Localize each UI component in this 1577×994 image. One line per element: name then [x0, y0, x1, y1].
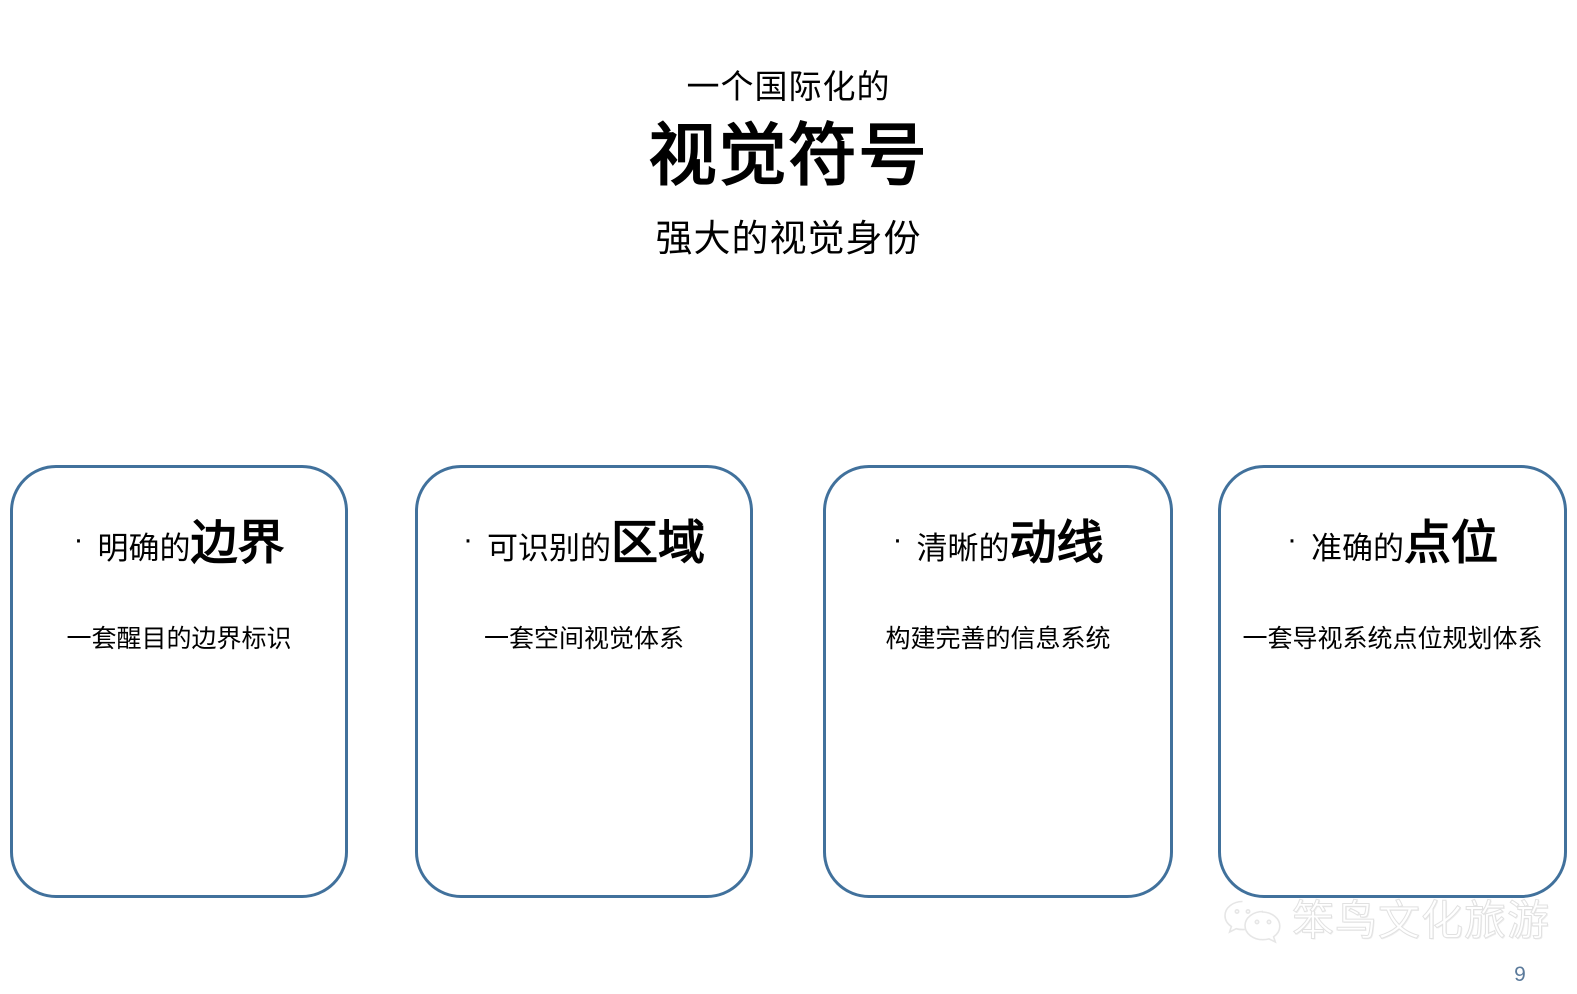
- header-subtitle: 强大的视觉身份: [655, 218, 922, 259]
- card-keyword: 区域: [611, 516, 705, 569]
- card-boundary[interactable]: · 明确的 边界 一套醒目的边界标识: [10, 465, 348, 898]
- page-number: 9: [1514, 963, 1526, 986]
- card-heading: · 可识别的 区域: [418, 504, 750, 573]
- watermark-text: 笨鸟文化旅游: [1291, 897, 1551, 945]
- wechat-icon: [1224, 900, 1281, 944]
- card-keyword: 边界: [190, 516, 285, 569]
- card-subtitle: 构建完善的信息系统: [885, 625, 1111, 653]
- bullet-icon: ·: [463, 523, 473, 556]
- bullet-icon: ·: [892, 523, 903, 556]
- slide-header: 一个国际化的 视觉符号 强大的视觉身份: [0, 66, 1577, 262]
- card-keyword: 动线: [1009, 516, 1104, 569]
- page-title: 视觉符号: [648, 118, 929, 194]
- card-subtitle: 一套导视系统点位规划体系: [1242, 625, 1543, 653]
- card-prefix: 清晰的: [916, 531, 1010, 566]
- card-row: · 明确的 边界 一套醒目的边界标识 · 可识别的 区域 一套空间视觉体系 · …: [10, 465, 1567, 900]
- card-subtitle: 一套空间视觉体系: [483, 625, 684, 653]
- watermark: 笨鸟文化旅游: [1222, 896, 1550, 946]
- card-subtitle: 一套醒目的边界标识: [66, 625, 292, 653]
- card-zone[interactable]: · 可识别的 区域 一套空间视觉体系: [415, 465, 753, 898]
- card-circulation[interactable]: · 清晰的 动线 构建完善的信息系统: [823, 465, 1173, 898]
- card-prefix: 明确的: [97, 531, 191, 566]
- card-placement[interactable]: · 准确的 点位 一套导视系统点位规划体系: [1218, 465, 1567, 898]
- card-prefix: 准确的: [1311, 531, 1404, 566]
- card-heading: · 明确的 边界: [13, 504, 345, 573]
- header-eyebrow: 一个国际化的: [686, 68, 891, 105]
- card-heading: · 清晰的 动线: [826, 504, 1170, 573]
- bullet-icon: ·: [73, 523, 84, 556]
- card-prefix: 可识别的: [487, 531, 611, 566]
- card-heading: · 准确的 点位: [1221, 504, 1564, 573]
- card-keyword: 点位: [1404, 516, 1498, 569]
- bullet-icon: ·: [1287, 523, 1297, 556]
